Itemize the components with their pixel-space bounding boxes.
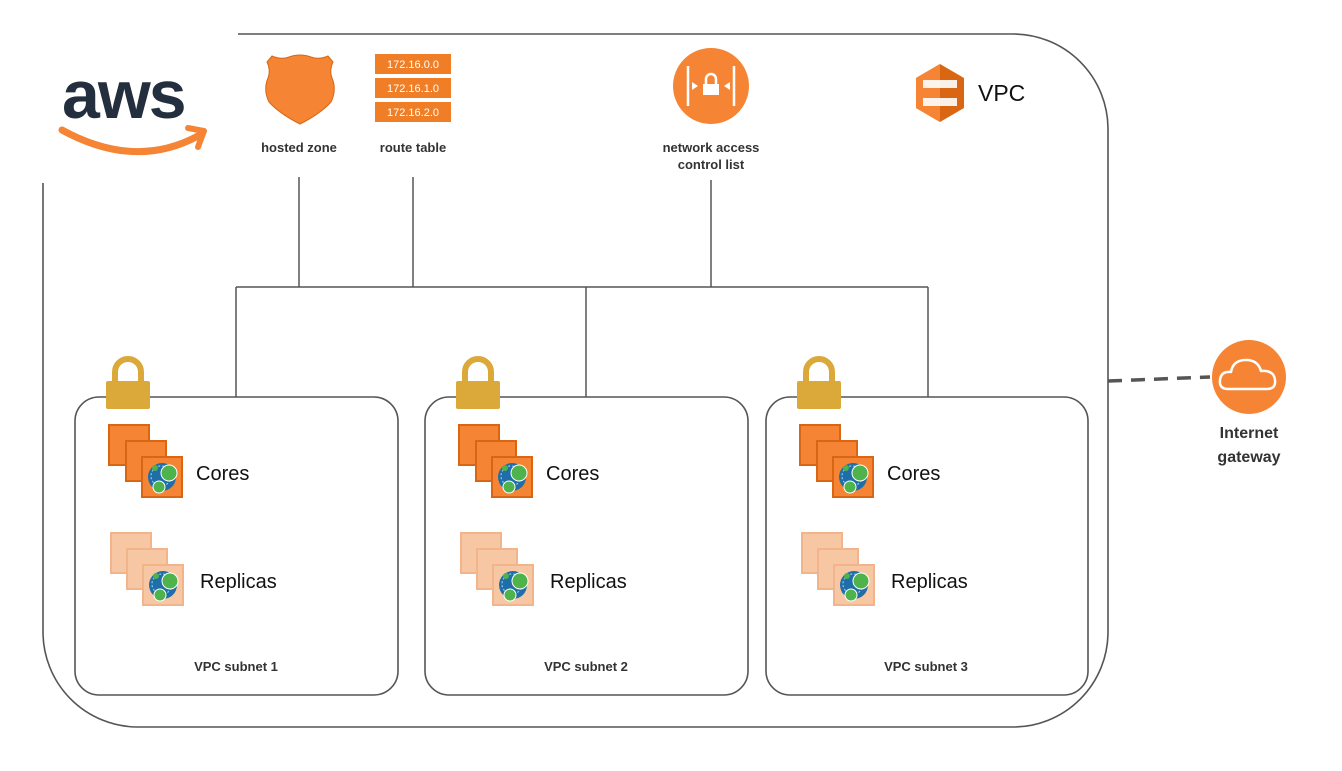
hosted-zone-label: hosted zone (261, 140, 337, 155)
route-entry-1: 172.16.0.0 (387, 59, 439, 71)
internet-gateway[interactable]: Internet gateway (1212, 340, 1286, 466)
replicas-label: Replicas (200, 571, 277, 593)
nacl-label-line1: network access (663, 140, 760, 155)
vpc-icon (916, 64, 964, 122)
cores-instances-icon (108, 424, 183, 498)
cores-label: Cores (546, 463, 599, 485)
igw-label-line2: gateway (1217, 449, 1280, 466)
subnet-label: VPC subnet 3 (884, 659, 968, 674)
cloud-icon (1218, 358, 1277, 391)
igw-label-line1: Internet (1220, 425, 1279, 442)
vpc-subnet-2[interactable]: Cores Replicas VPC subnet 2 (424, 359, 749, 696)
replicas-instances-icon (801, 532, 875, 606)
padlock-icon (456, 359, 500, 409)
route-table[interactable]: 172.16.0.0 172.16.1.0 172.16.2.0 route t… (375, 54, 451, 155)
vpc-boundary (42, 33, 1109, 728)
aws-logo: aws (58, 57, 207, 156)
vpc-label: VPC (978, 80, 1025, 106)
shield-icon (265, 54, 335, 125)
replicas-label: Replicas (891, 571, 968, 593)
padlock-icon (797, 359, 841, 409)
aws-logo-text: aws (62, 57, 185, 133)
replicas-label: Replicas (550, 571, 627, 593)
network-acl[interactable]: network access control list (663, 48, 760, 172)
replicas-instances-icon (110, 532, 184, 606)
route-table-icon (375, 54, 451, 122)
vpc-subnet-3[interactable]: Cores Replicas VPC subnet 3 (765, 359, 1089, 696)
cores-label: Cores (887, 463, 940, 485)
route-entry-3: 172.16.2.0 (387, 107, 439, 119)
cores-instances-icon (799, 424, 874, 498)
route-entry-2: 172.16.1.0 (387, 83, 439, 95)
igw-circle (1212, 340, 1286, 414)
vpc-badge: VPC (916, 64, 1025, 122)
connector-lines (235, 177, 929, 398)
cores-label: Cores (196, 463, 249, 485)
igw-dashed-connector (1107, 375, 1211, 383)
nacl-label-line2: control list (678, 157, 745, 172)
aws-smile-icon (58, 126, 202, 156)
padlock-icon (106, 359, 150, 409)
subnet-label: VPC subnet 2 (544, 659, 628, 674)
vpc-subnet-1[interactable]: Cores Replicas VPC subnet 1 (74, 359, 399, 696)
route-table-label: route table (380, 140, 446, 155)
cores-instances-icon (458, 424, 533, 498)
replicas-instances-icon (460, 532, 534, 606)
network-acl-icon (673, 48, 749, 124)
hosted-zone[interactable]: hosted zone (261, 54, 337, 155)
subnet-label: VPC subnet 1 (194, 659, 278, 674)
